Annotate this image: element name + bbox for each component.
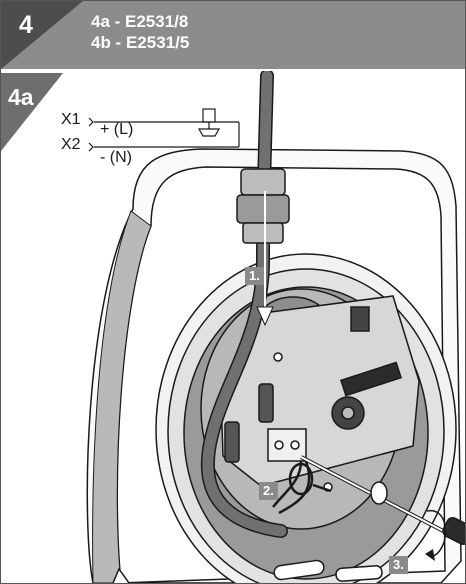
substep-label: 4a	[8, 84, 34, 110]
cable-gland	[236, 168, 290, 244]
terminal-x2-symbol	[88, 142, 94, 152]
neutral-wire-label: - (N)	[100, 149, 132, 166]
rotation-arrow	[426, 510, 447, 558]
live-wire-label: + (L)	[100, 121, 134, 138]
housing-side-shade	[92, 210, 152, 583]
capacitor-2	[224, 421, 240, 463]
model-line-4a: 4a - E2531/8	[91, 12, 189, 31]
terminal-block	[267, 428, 307, 462]
jumper-component	[350, 306, 370, 332]
installation-illustration	[86, 71, 465, 583]
step-header: 4 4a - E2531/8 4b - E2531/5	[1, 1, 465, 69]
horn-flare	[197, 128, 221, 137]
terminal-x2-label: X2	[61, 136, 81, 153]
insert-arrow-head	[256, 306, 274, 327]
model-list: 4a - E2531/8 4b - E2531/5	[91, 11, 189, 53]
step-number: 4	[19, 11, 33, 39]
connection-wires	[272, 460, 332, 515]
callout-step-3: 3.	[389, 556, 408, 574]
terminal-x1-label: X1	[61, 111, 81, 128]
capacitor-1	[258, 383, 274, 423]
step-number-tab	[1, 1, 83, 69]
model-line-4b: 4b - E2531/5	[91, 33, 190, 52]
wiring-diagram	[88, 108, 240, 152]
ribbon-connector	[340, 361, 402, 397]
callout-step-2: 2.	[259, 482, 278, 500]
rotation-arrowhead	[425, 549, 435, 561]
signal-horn-icon	[202, 108, 216, 123]
terminal-x1-symbol	[88, 117, 94, 127]
housing-bottom-tabs	[112, 481, 388, 583]
mounting-screw-1	[273, 352, 283, 362]
callout-step-1: 1.	[245, 267, 264, 285]
